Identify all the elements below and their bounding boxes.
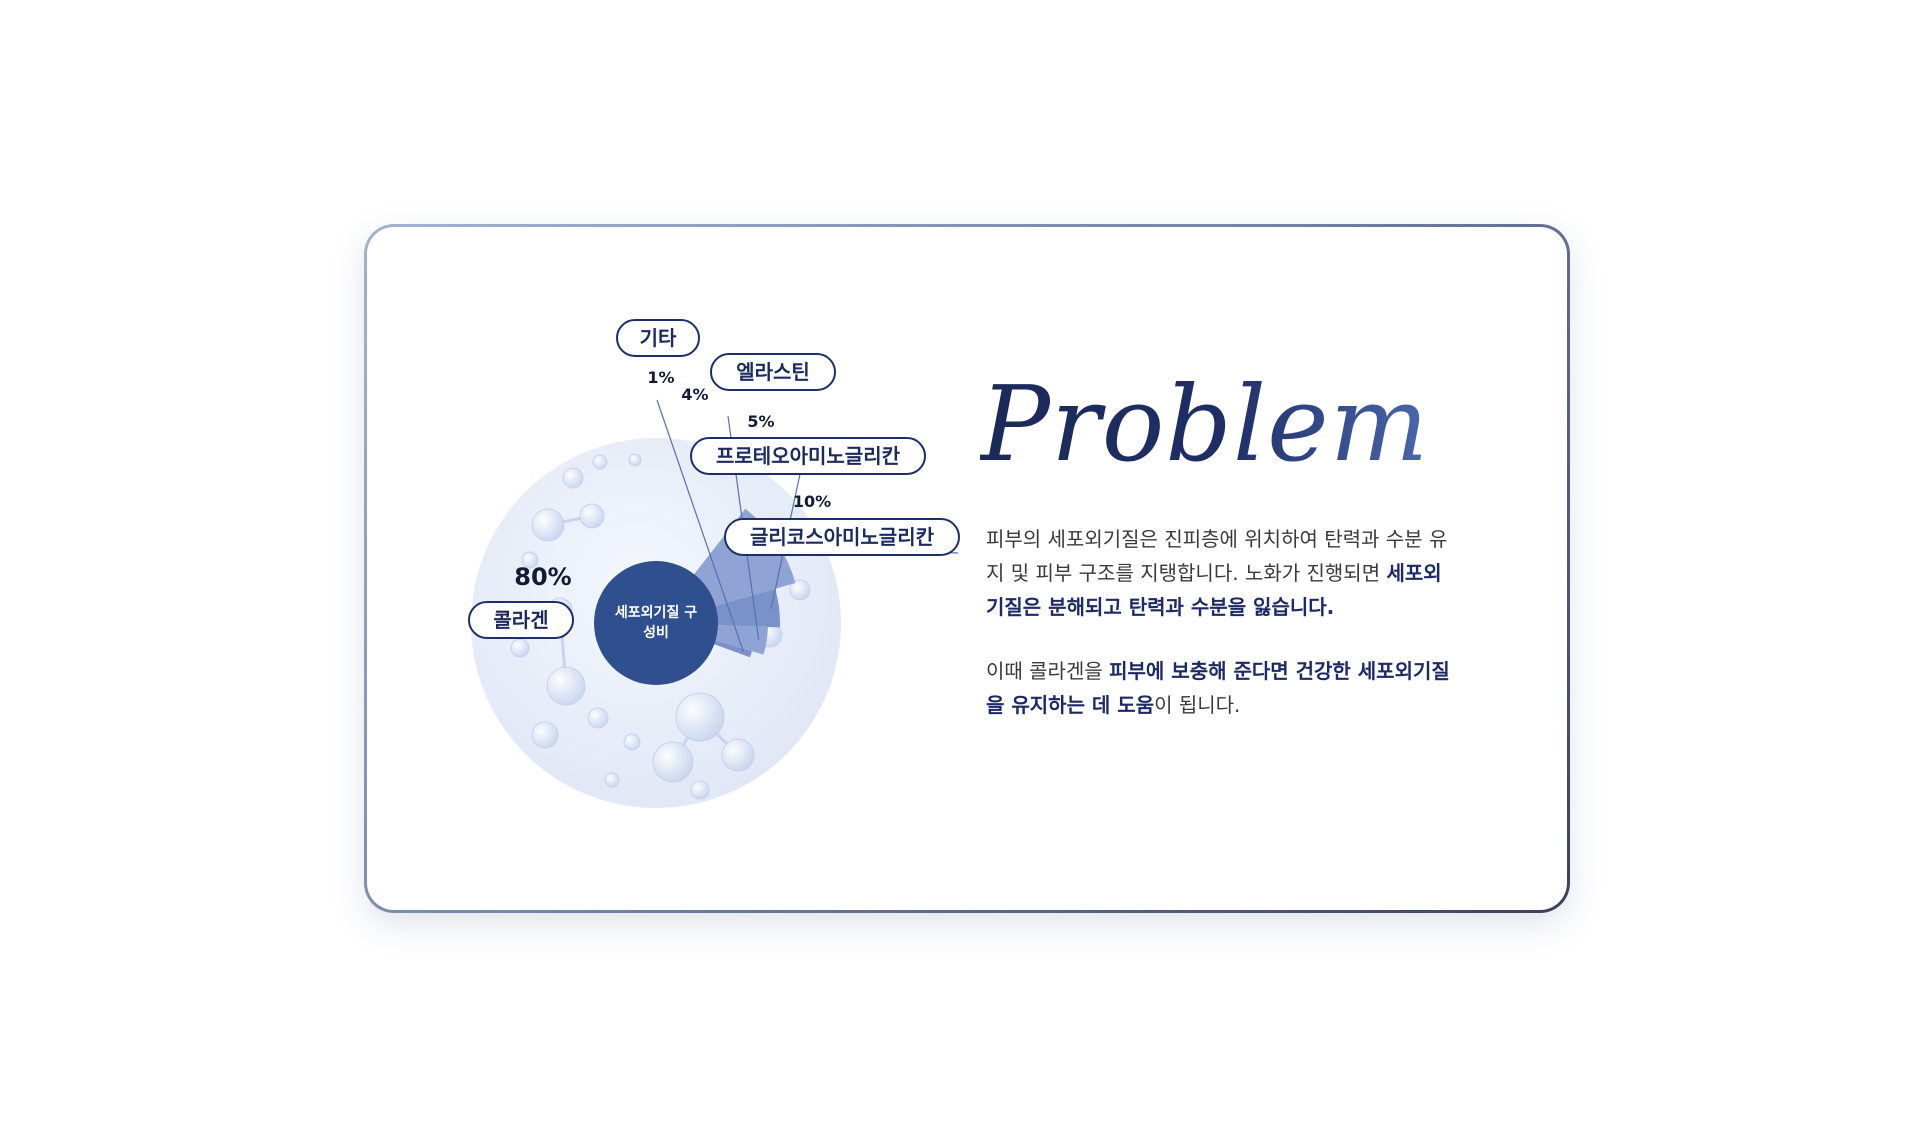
pie-center-label: 세포외기질 구성비: [614, 605, 698, 641]
problem-heading: Problem: [980, 363, 1430, 485]
molecule-bubble: [531, 721, 559, 749]
p2-run-0: 이때 콜라겐을: [986, 659, 1110, 683]
molecule-bubble: [587, 707, 609, 729]
molecule-bubble: [789, 579, 811, 601]
leader-line-other: [656, 399, 744, 652]
description-paragraph-2: 이때 콜라겐을 피부에 보충해 준다면 건강한 세포외기질을 유지하는 데 도움…: [986, 654, 1456, 722]
molecule-bubble: [531, 508, 565, 542]
molecule-bubble: [592, 454, 608, 470]
p1-run-0: 피부의 세포외기질은 진피층에 위치하여 탄력과 수분 유지 및 피부 구조를 …: [986, 527, 1448, 585]
pie-center: 세포외기질 구성비: [594, 561, 718, 685]
p2-run-1: 피부에 보충해 준다면 건강한 세포외기질을 유지하는 데 도움: [986, 659, 1450, 717]
molecule-bubble: [690, 780, 710, 800]
pct-elastin: 4%: [681, 385, 709, 404]
molecule-bubble: [546, 666, 586, 706]
p1-run-1: 세포외기질은 분해되고 탄력과 수분을 잃습니다.: [986, 561, 1442, 619]
pct-glycosaminoglycan: 10%: [792, 492, 832, 511]
molecule-bubble: [721, 738, 755, 772]
legend-proteoaminoglycan: 프로테오아미노글리칸: [690, 437, 926, 475]
p2-run-2: 이 됩니다.: [1154, 693, 1241, 717]
problem-description: 피부의 세포외기질은 진피층에 위치하여 탄력과 수분 유지 및 피부 구조를 …: [986, 522, 1456, 722]
molecule-bubble: [604, 772, 620, 788]
molecule-bubble: [562, 467, 584, 489]
molecule-bubble: [579, 503, 605, 529]
molecule-bubble: [521, 551, 539, 569]
legend-glycosaminoglycan: 글리코스아미노글리칸: [724, 518, 960, 556]
molecule-bubble: [652, 741, 694, 783]
molecule-bubble: [623, 733, 641, 751]
molecule-bubble: [675, 692, 725, 742]
pct-collagen: 80%: [514, 563, 572, 591]
legend-other: 기타: [616, 319, 700, 357]
legend-collagen: 콜라겐: [468, 601, 574, 639]
pct-proteoaminoglycan: 5%: [747, 412, 775, 431]
pct-other: 1%: [647, 368, 675, 387]
molecule-bubble: [510, 638, 530, 658]
description-paragraph-1: 피부의 세포외기질은 진피층에 위치하여 탄력과 수분 유지 및 피부 구조를 …: [986, 522, 1456, 624]
legend-elastin: 엘라스틴: [710, 353, 836, 391]
molecule-bubble: [628, 453, 642, 467]
